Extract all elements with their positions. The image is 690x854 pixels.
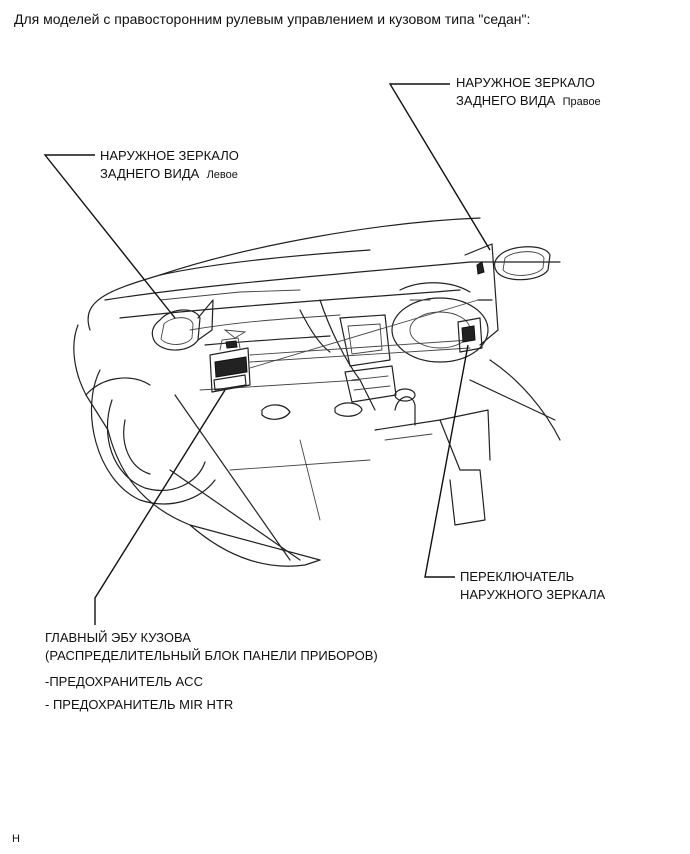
label-ecu-line2: (РАСПРЕДЕЛИТЕЛЬНЫЙ БЛОК ПАНЕЛИ ПРИБОРОВ) xyxy=(45,648,378,663)
label-fuse-mir-htr: - ПРЕДОХРАНИТЕЛЬ MIR HTR xyxy=(45,697,234,712)
label-right-mirror-line2: ЗАДНЕГО ВИДА Правое xyxy=(456,93,601,108)
leader-left-mirror xyxy=(43,154,176,319)
label-left-side: Левое xyxy=(206,169,238,181)
body-ecu-drawing xyxy=(209,337,251,393)
right-mirror-drawing xyxy=(476,246,551,281)
label-mirror-switch: ПЕРЕКЛЮЧАТЕЛЬ НАРУЖНОГО ЗЕРКАЛА xyxy=(460,568,605,604)
leader-body-ecu xyxy=(94,389,226,625)
label-body-ecu: ГЛАВНЫЙ ЭБУ КУЗОВА (РАСПРЕДЕЛИТЕЛЬНЫЙ БЛ… xyxy=(45,629,378,665)
wiring-lines xyxy=(249,299,479,369)
label-right-mirror: НАРУЖНОЕ ЗЕРКАЛО ЗАДНЕГО ВИДА Правое xyxy=(456,74,601,111)
page-title: Для моделей с правосторонним рулевым упр… xyxy=(14,11,531,27)
label-left-mirror-line1: НАРУЖНОЕ ЗЕРКАЛО xyxy=(100,148,239,163)
corner-mark: H xyxy=(12,833,20,845)
label-fuse-acc: -ПРЕДОХРАНИТЕЛЬ ACC xyxy=(45,674,203,689)
label-ecu-line1: ГЛАВНЫЙ ЭБУ КУЗОВА xyxy=(45,630,191,645)
dashboard xyxy=(104,243,561,526)
label-left-mirror: НАРУЖНОЕ ЗЕРКАЛО ЗАДНЕГО ВИДА Левое xyxy=(100,147,239,184)
car-body-outline xyxy=(73,217,481,567)
label-right-mirror-line1: НАРУЖНОЕ ЗЕРКАЛО xyxy=(456,75,595,90)
label-left-mirror-line2: ЗАДНЕГО ВИДА Левое xyxy=(100,166,238,181)
label-switch-line2: НАРУЖНОГО ЗЕРКАЛА xyxy=(460,587,606,602)
mirror-switch-drawing xyxy=(457,317,483,353)
leader-mirror-switch xyxy=(424,344,469,578)
left-mirror-drawing xyxy=(151,299,214,351)
label-switch-line1: ПЕРЕКЛЮЧАТЕЛЬ xyxy=(460,569,575,584)
callout-lines xyxy=(43,83,491,625)
label-right-side: Правое xyxy=(562,96,601,108)
leader-right-mirror xyxy=(388,83,491,251)
